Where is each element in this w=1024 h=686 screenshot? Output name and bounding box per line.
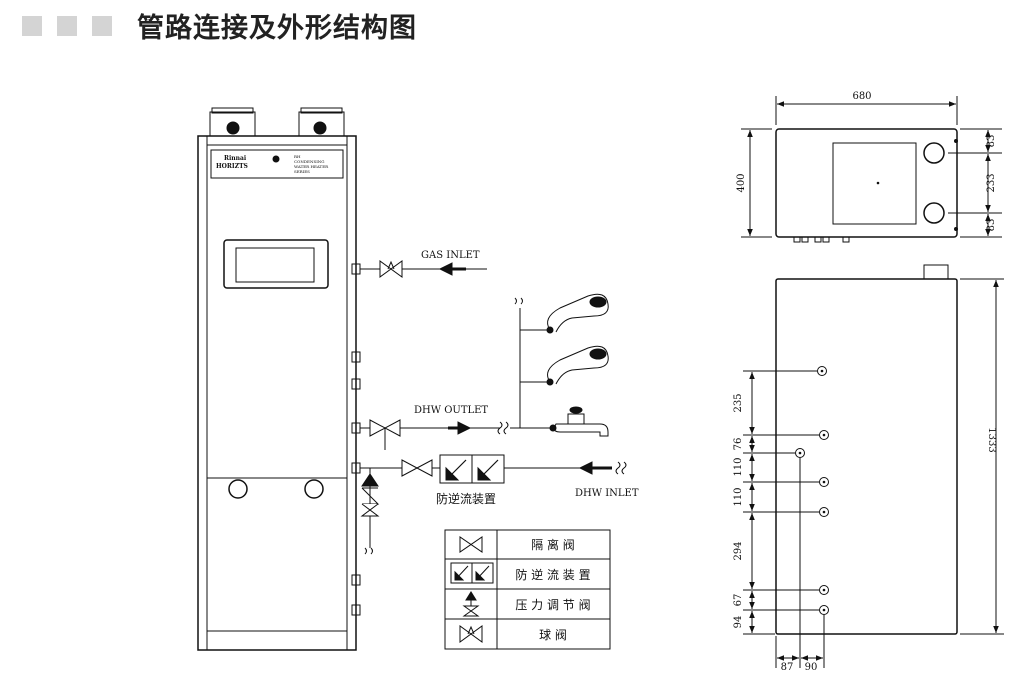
label-line-3: WATER HEATER bbox=[294, 164, 329, 169]
pressure-regulator-icon bbox=[361, 473, 379, 487]
gas-line: GAS INLET bbox=[360, 250, 487, 278]
page-header: 管路连接及外形结构图 bbox=[0, 0, 1024, 60]
label-line-2: CONDENSING bbox=[294, 159, 324, 164]
top-view-port-lower bbox=[923, 202, 945, 224]
faucet-icon bbox=[549, 406, 609, 437]
unit-front-view: Rinnai HORIZTS RH CONDENSING WATER HEATE… bbox=[197, 107, 361, 651]
backflow-label: 防逆流装置 bbox=[436, 491, 496, 506]
flue-port-left bbox=[226, 121, 240, 135]
side-flue-cap bbox=[923, 264, 949, 280]
side-view: 235 76 110 110 294 67 94 1333 87 90 bbox=[733, 264, 1004, 673]
indicator-dot bbox=[272, 155, 280, 163]
top-right-dim-3: 83 bbox=[986, 219, 997, 232]
top-view-outline bbox=[775, 128, 958, 238]
legend-pressure-regulator-icon bbox=[462, 591, 480, 617]
lower-port-right bbox=[304, 479, 324, 499]
label-plate bbox=[210, 149, 344, 179]
legend-label-2: 防 逆 流 装 置 bbox=[515, 567, 590, 582]
side-port-2 bbox=[819, 430, 829, 440]
side-dim-94: 94 bbox=[733, 616, 744, 629]
top-right-dim-1: 83 bbox=[986, 135, 997, 148]
gas-inlet-label: GAS INLET bbox=[421, 250, 480, 261]
legend-label-4: 球 阀 bbox=[539, 628, 567, 642]
header-square-1 bbox=[22, 16, 42, 36]
legend-label-3: 压 力 调 节 阀 bbox=[515, 598, 590, 612]
side-port-5 bbox=[819, 507, 829, 517]
brand-text: Rinnai bbox=[224, 155, 247, 162]
legend-label-1: 隔 离 阀 bbox=[531, 537, 575, 552]
model-text: HORIZTS bbox=[216, 163, 248, 170]
label-line-4: SERIES bbox=[294, 169, 310, 174]
inlet-gate-valve-icon bbox=[401, 459, 433, 477]
side-dim-235: 235 bbox=[733, 393, 744, 412]
side-dim-67: 67 bbox=[733, 594, 744, 607]
header-square-3 bbox=[92, 16, 112, 36]
side-dim-76: 76 bbox=[733, 438, 744, 451]
dhw-outlet-line: DHW OUTLET bbox=[360, 293, 609, 450]
dhw-inlet-label: DHW INLET bbox=[575, 488, 639, 499]
top-right-dim-2: 233 bbox=[986, 173, 997, 192]
top-view-port-upper bbox=[923, 142, 945, 164]
side-dim-110a: 110 bbox=[733, 457, 744, 476]
flue-port-right bbox=[313, 121, 327, 135]
dhw-inlet-line: 防逆流装置 DHW INLET bbox=[360, 454, 639, 555]
lower-port-left bbox=[228, 479, 248, 499]
side-port-4 bbox=[819, 477, 829, 487]
gas-flow-arrow-icon bbox=[438, 262, 453, 276]
side-port-6 bbox=[819, 585, 829, 595]
top-depth-dim: 400 bbox=[736, 173, 747, 192]
control-panel bbox=[223, 239, 329, 289]
top-view: 680 400 83 233 83 bbox=[736, 91, 1002, 243]
shower-head-upper-icon bbox=[546, 293, 609, 334]
shower-head-lower-icon bbox=[546, 345, 609, 386]
side-port-7 bbox=[819, 605, 829, 615]
top-view-panel bbox=[832, 142, 917, 225]
side-port-1 bbox=[817, 366, 827, 376]
inlet-flow-arrow-icon bbox=[578, 461, 593, 475]
gas-ball-valve-icon bbox=[379, 260, 403, 278]
side-height-dim: 1333 bbox=[986, 427, 997, 452]
header-square-2 bbox=[57, 16, 77, 36]
bottom-dim-90: 90 bbox=[805, 662, 818, 673]
dhw-outlet-label: DHW OUTLET bbox=[414, 405, 488, 416]
top-width-dim: 680 bbox=[852, 91, 871, 102]
bottom-dim-87: 87 bbox=[781, 662, 794, 673]
cabinet-outline bbox=[197, 135, 357, 651]
display-screen bbox=[235, 247, 315, 283]
legend-ball-valve-icon bbox=[459, 625, 483, 643]
inlet-break-mark bbox=[615, 461, 627, 475]
side-port-3 bbox=[795, 448, 805, 458]
side-view-outline bbox=[775, 278, 958, 635]
legend-gate-valve-icon bbox=[459, 536, 483, 553]
side-dim-110b: 110 bbox=[733, 487, 744, 506]
label-line-1: RH bbox=[294, 154, 301, 159]
page-title: 管路连接及外形结构图 bbox=[137, 13, 417, 44]
side-dim-294: 294 bbox=[733, 541, 744, 560]
outlet-break-mark bbox=[497, 421, 509, 435]
legend-table: 隔 离 阀 防 逆 流 装 置 压 力 调 节 阀 球 阀 bbox=[444, 529, 611, 650]
